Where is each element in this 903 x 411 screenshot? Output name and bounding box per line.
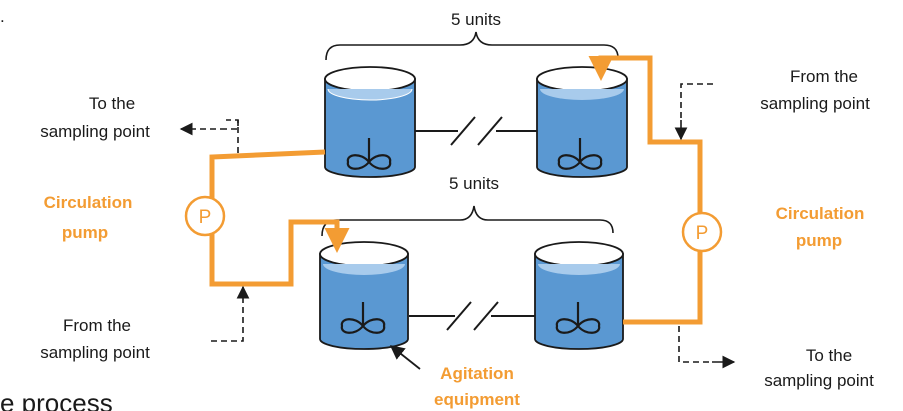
right-bottom-sampling-label-line2: sampling point bbox=[764, 371, 874, 390]
tank-top-right bbox=[536, 66, 628, 178]
left-pump-label-line2: pump bbox=[62, 223, 108, 242]
partial-bottom-text: e process bbox=[0, 388, 113, 411]
bottom-units-label: 5 units bbox=[449, 174, 499, 193]
left-pump-label-line1: Circulation bbox=[44, 193, 133, 212]
agitation-label-line1: Agitation bbox=[440, 364, 514, 383]
tank-top-left bbox=[324, 66, 416, 178]
agitation-label-line2: equipment bbox=[434, 390, 520, 409]
agitator-icon bbox=[555, 302, 601, 334]
right-bottom-sampling-label-line1: To the bbox=[806, 346, 852, 365]
sampling-line-left-top bbox=[180, 120, 238, 152]
bottom-units-brace bbox=[321, 205, 614, 237]
pump-icon-right: P bbox=[681, 211, 723, 253]
top-units-label: 5 units bbox=[451, 10, 501, 29]
right-top-sampling-label-line2: sampling point bbox=[760, 94, 870, 113]
top-units-brace bbox=[325, 31, 619, 61]
agitator-icon bbox=[346, 138, 392, 170]
svg-text:P: P bbox=[199, 207, 212, 228]
left-bottom-sampling-label-line2: sampling point bbox=[40, 343, 150, 362]
sampling-line-left-bottom bbox=[211, 303, 244, 342]
partial-top-mark: . bbox=[0, 7, 5, 26]
sampling-line-left-top-connector bbox=[226, 120, 239, 130]
sampling-line-right-bottom bbox=[678, 326, 712, 363]
svg-text:P: P bbox=[696, 223, 709, 244]
right-top-sampling-label-line1: From the bbox=[790, 67, 858, 86]
agitator-icon bbox=[557, 138, 603, 170]
left-bottom-sampling-label-line1: From the bbox=[63, 316, 131, 335]
tank-bottom-right bbox=[534, 241, 624, 350]
left-top-sampling-label-line2: sampling point bbox=[40, 122, 150, 141]
agitator-icon bbox=[340, 302, 386, 334]
tank-bottom-left bbox=[319, 241, 409, 350]
sampling-line-left-top bbox=[226, 119, 239, 153]
top-tank-connection bbox=[415, 116, 537, 146]
bottom-tank-connection bbox=[409, 301, 535, 331]
right-pump-label-line1: Circulation bbox=[776, 204, 865, 223]
agitation-pointer-arrow bbox=[389, 345, 421, 370]
right-pump-label-line2: pump bbox=[796, 231, 842, 250]
pump-icon-left: P bbox=[184, 195, 226, 237]
right-circulation-pipe bbox=[588, 55, 703, 325]
sampling-line-right-top bbox=[680, 83, 713, 120]
left-circulation-pipe bbox=[209, 149, 350, 287]
left-top-sampling-label-line1: To the bbox=[89, 94, 135, 113]
